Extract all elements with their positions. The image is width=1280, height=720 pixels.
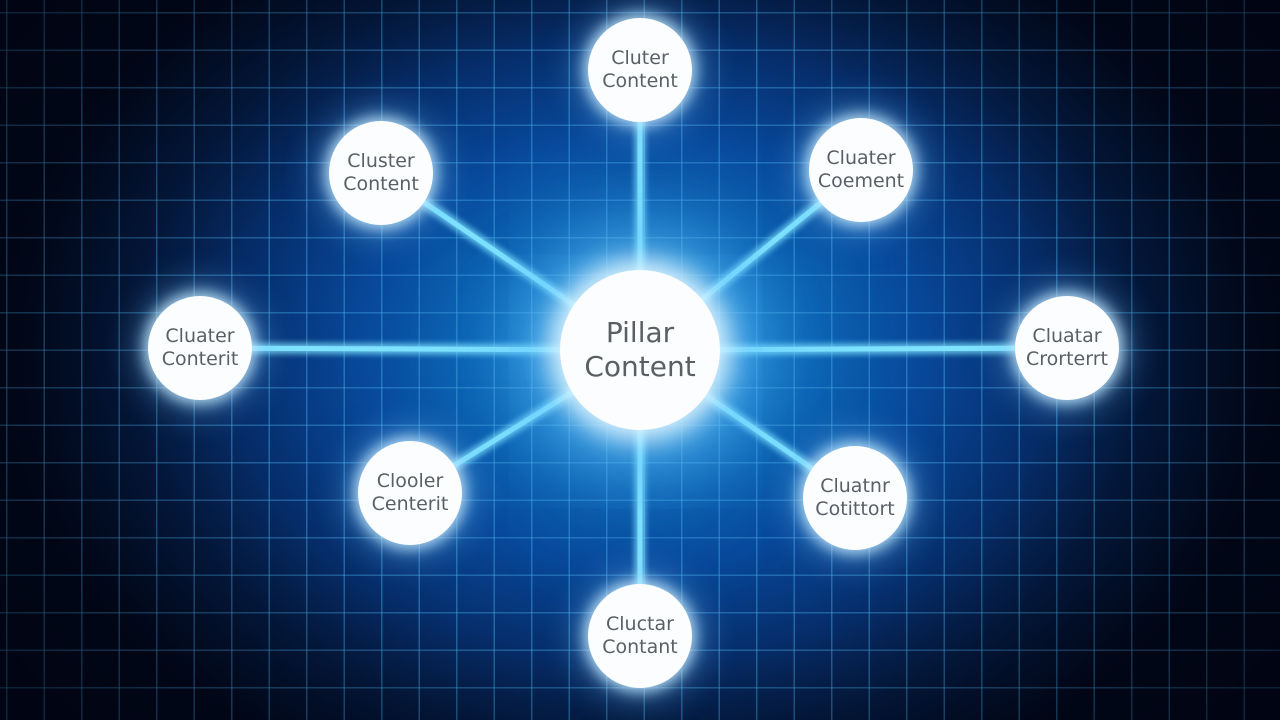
cluster-label-line1: Clooler bbox=[376, 470, 444, 493]
cluster-node-right[interactable]: Cluatar Crorterrt bbox=[1015, 296, 1119, 400]
pillar-label-line2: Content bbox=[584, 350, 696, 383]
cluster-node-left[interactable]: Cluater Conterit bbox=[148, 296, 252, 400]
cluster-label-line2: Cotittort bbox=[815, 498, 895, 520]
cluster-node-top-left[interactable]: Cluster Content bbox=[329, 121, 433, 225]
cluster-label-line1: Cluster bbox=[347, 150, 415, 173]
cluster-label-line1: Cluatnr bbox=[820, 475, 890, 498]
cluster-label-line2: Centerit bbox=[371, 493, 449, 515]
cluster-label-line1: Cluater bbox=[826, 147, 896, 170]
cluster-node-bottom-right[interactable]: Cluatnr Cotittort bbox=[803, 446, 907, 550]
cluster-label-line1: Cluter bbox=[611, 47, 669, 70]
cluster-label-line2: Crorterrt bbox=[1026, 348, 1108, 370]
cluster-label-line1: Cluctar bbox=[606, 613, 674, 636]
cluster-label-line1: Cluatar bbox=[1032, 325, 1102, 348]
cluster-node-bottom-left[interactable]: Clooler Centerit bbox=[358, 441, 462, 545]
cluster-label-line2: Contant bbox=[602, 636, 678, 658]
pillar-label-line1: Pillar bbox=[605, 316, 675, 350]
cluster-node-top[interactable]: Cluter Content bbox=[588, 18, 692, 122]
cluster-node-top-right[interactable]: Cluater Coement bbox=[809, 118, 913, 222]
cluster-label-line2: Content bbox=[343, 173, 419, 195]
cluster-label-line2: Content bbox=[602, 70, 678, 92]
cluster-label-line1: Cluater bbox=[165, 325, 235, 348]
pillar-content-node[interactable]: Pillar Content bbox=[560, 270, 720, 430]
cluster-label-line2: Coement bbox=[817, 170, 905, 192]
cluster-label-line2: Conterit bbox=[161, 348, 239, 370]
cluster-node-bottom[interactable]: Cluctar Contant bbox=[588, 584, 692, 688]
